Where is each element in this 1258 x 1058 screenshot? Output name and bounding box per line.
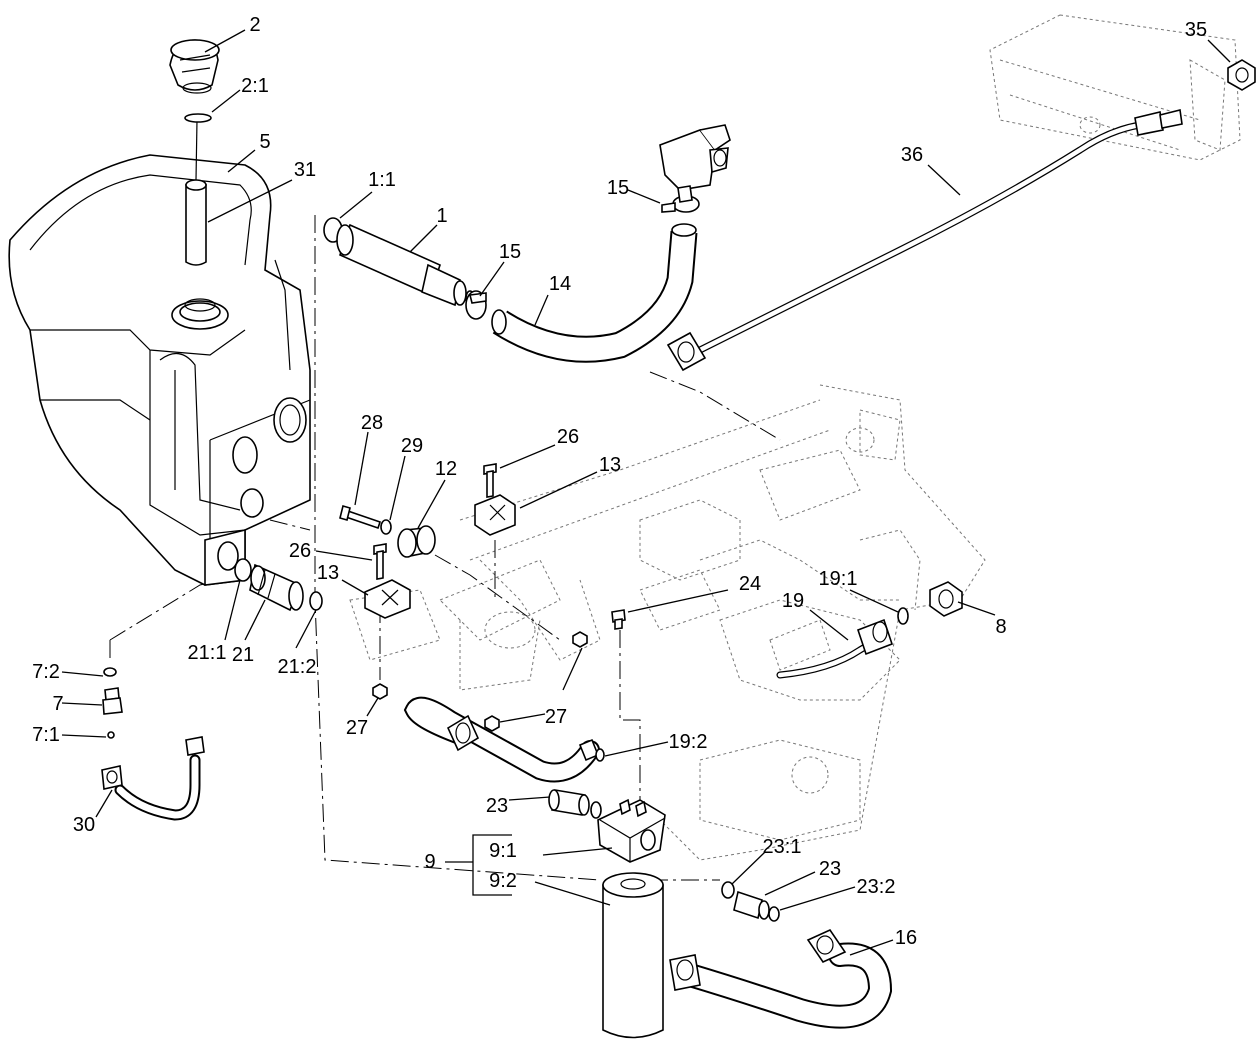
callout-15a: 15: [498, 241, 522, 263]
callout-19-1: 19:1: [818, 568, 858, 590]
filter-9-2: [602, 872, 664, 1039]
fitting-7: [102, 687, 123, 715]
bolt-26a: [483, 463, 497, 498]
fitting-23b: [733, 890, 770, 920]
hydraulic-tube-36: [666, 109, 1183, 372]
callout-7-1: 7:1: [32, 724, 60, 746]
callout-26a: 26: [556, 426, 580, 448]
bolt-26b: [373, 543, 387, 580]
callout-2-1: 2:1: [241, 75, 269, 97]
leader-lines: [61, 29, 1231, 956]
callout-9-1: 9:1: [489, 840, 517, 862]
suction-hose-14: [491, 223, 698, 363]
fitting-23a: [548, 789, 590, 816]
bolt-24: [611, 609, 626, 630]
o-ring-21-1: [234, 558, 252, 582]
callout-9: 9: [424, 851, 436, 873]
callout-29: 29: [400, 435, 424, 457]
callout-19: 19: [781, 590, 805, 612]
callout-15b: 15: [606, 177, 630, 199]
nut-8: [929, 581, 963, 617]
callout-23-1: 23:1: [762, 836, 802, 858]
callout-1: 1: [436, 205, 448, 227]
callout-5: 5: [259, 131, 271, 153]
callout-23b: 23: [818, 858, 842, 880]
callout-26b: 26: [288, 540, 312, 562]
callout-36: 36: [900, 144, 924, 166]
callout-31: 31: [293, 159, 317, 181]
callout-13b: 13: [316, 562, 340, 584]
callout-35: 35: [1184, 19, 1208, 41]
washer-29: [380, 519, 392, 535]
callout-24: 24: [738, 573, 762, 595]
callout-1-1: 1:1: [368, 169, 396, 191]
nut-27a: [372, 683, 388, 700]
o-ring-21-2: [309, 591, 323, 611]
tube-19: [776, 618, 894, 679]
o-ring-2-1: [184, 113, 212, 123]
alignment-lines: [109, 215, 781, 881]
nut-35: [1227, 59, 1256, 91]
dipstick: [195, 119, 198, 181]
return-hose: [403, 696, 605, 783]
callout-27b: 27: [544, 706, 568, 728]
callout-21: 21: [231, 644, 255, 666]
callout-27a: 27: [345, 717, 369, 739]
callout-2: 2: [249, 14, 261, 36]
callout-23a: 23: [485, 795, 509, 817]
callout-21-2: 21:2: [277, 656, 317, 678]
callout-9-2: 9:2: [489, 870, 517, 892]
hose-clamp-15a: [465, 290, 487, 320]
pump-fitting: [659, 124, 731, 203]
callout-23-2: 23:2: [856, 876, 896, 898]
o-ring-23a: [590, 801, 602, 819]
callout-19-2: 19:2: [668, 731, 708, 753]
filler-cap-2: [169, 39, 220, 94]
callout-30: 30: [72, 814, 96, 836]
callout-13a: 13: [598, 454, 622, 476]
filter-head-9-1: [597, 798, 666, 863]
spacer-12: [397, 525, 436, 558]
suction-tube-1: [336, 223, 475, 307]
callout-21-1: 21:1: [187, 642, 227, 664]
bracket-13b: [364, 579, 411, 619]
callout-12: 12: [434, 458, 458, 480]
o-ring-23-2: [768, 906, 780, 922]
o-ring-19-1: [897, 607, 909, 625]
hose-30: [101, 736, 205, 821]
callout-16: 16: [894, 927, 918, 949]
hydraulic-tank: [8, 154, 311, 586]
callout-28: 28: [360, 412, 384, 434]
bolt-28: [339, 505, 382, 530]
hose-16: [669, 928, 893, 1029]
callout-7: 7: [52, 693, 64, 715]
nut-27b: [484, 715, 500, 732]
callout-7-2: 7:2: [32, 661, 60, 683]
fitting-21: [249, 563, 304, 612]
strainer-31: [185, 179, 207, 266]
o-ring-23-1: [721, 881, 735, 899]
o-ring-7-2: [103, 667, 117, 677]
nut-27c: [572, 631, 588, 648]
bracket-13a: [474, 494, 516, 536]
frame-ghost: [349, 14, 1241, 861]
callout-8: 8: [995, 616, 1007, 638]
o-ring-7-1: [107, 731, 115, 739]
callout-14: 14: [548, 273, 572, 295]
